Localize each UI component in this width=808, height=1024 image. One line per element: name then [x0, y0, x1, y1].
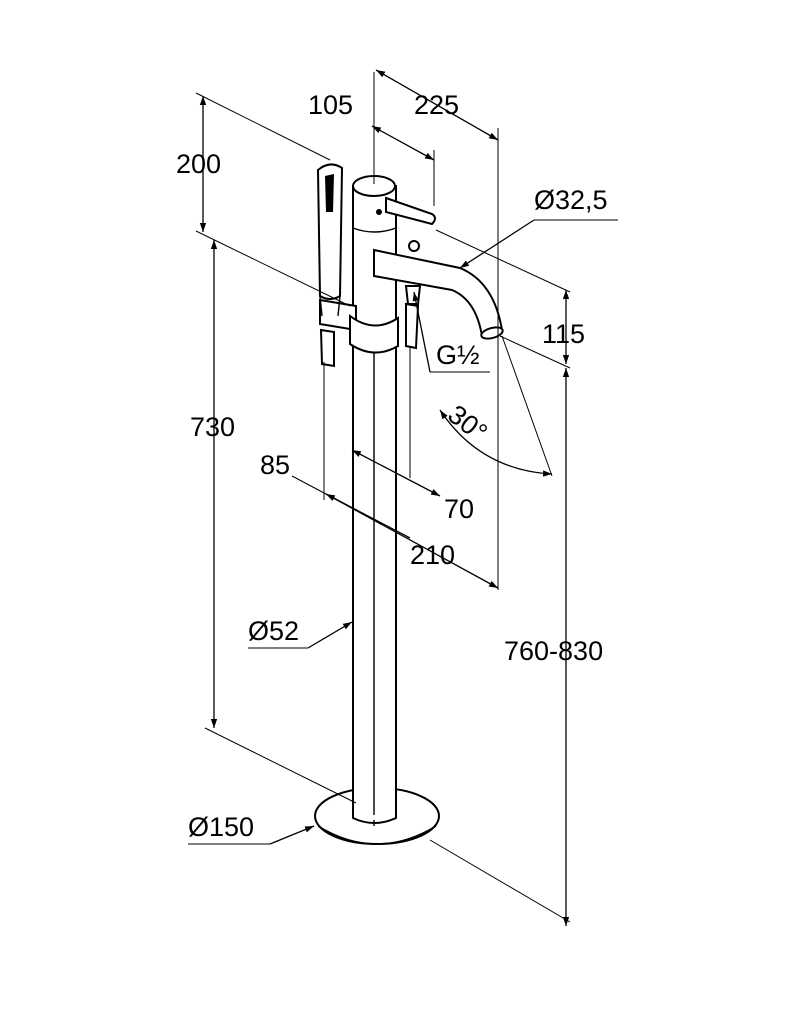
- lever-handle: [385, 196, 436, 252]
- dim-85: 85: [260, 450, 290, 480]
- spout: [373, 248, 504, 340]
- faucet: [314, 163, 504, 845]
- dim-105: 105: [308, 90, 353, 120]
- dim-200: 200: [176, 149, 221, 179]
- riser-pipe: [352, 185, 397, 826]
- dimension-lines: [188, 69, 618, 926]
- hose-connector: [404, 285, 422, 350]
- dim-height-range: 760-830: [504, 636, 603, 666]
- dim-thread: G½: [436, 340, 480, 370]
- dim-angle: 30°: [442, 399, 493, 448]
- dim-730: 730: [190, 412, 235, 442]
- hand-shower: [316, 163, 344, 368]
- dim-pipe-diameter: Ø52: [248, 616, 299, 646]
- dim-70: 70: [444, 494, 474, 524]
- dim-spout-diameter: Ø32,5: [534, 185, 608, 215]
- dim-base-diameter: Ø150: [188, 812, 254, 842]
- dim-225: 225: [414, 90, 459, 120]
- dimension-labels: 200 105 225 Ø32,5 115 G½ 30° 730 85 70 2…: [176, 90, 608, 842]
- dim-115: 115: [542, 319, 585, 349]
- dim-210: 210: [410, 540, 455, 570]
